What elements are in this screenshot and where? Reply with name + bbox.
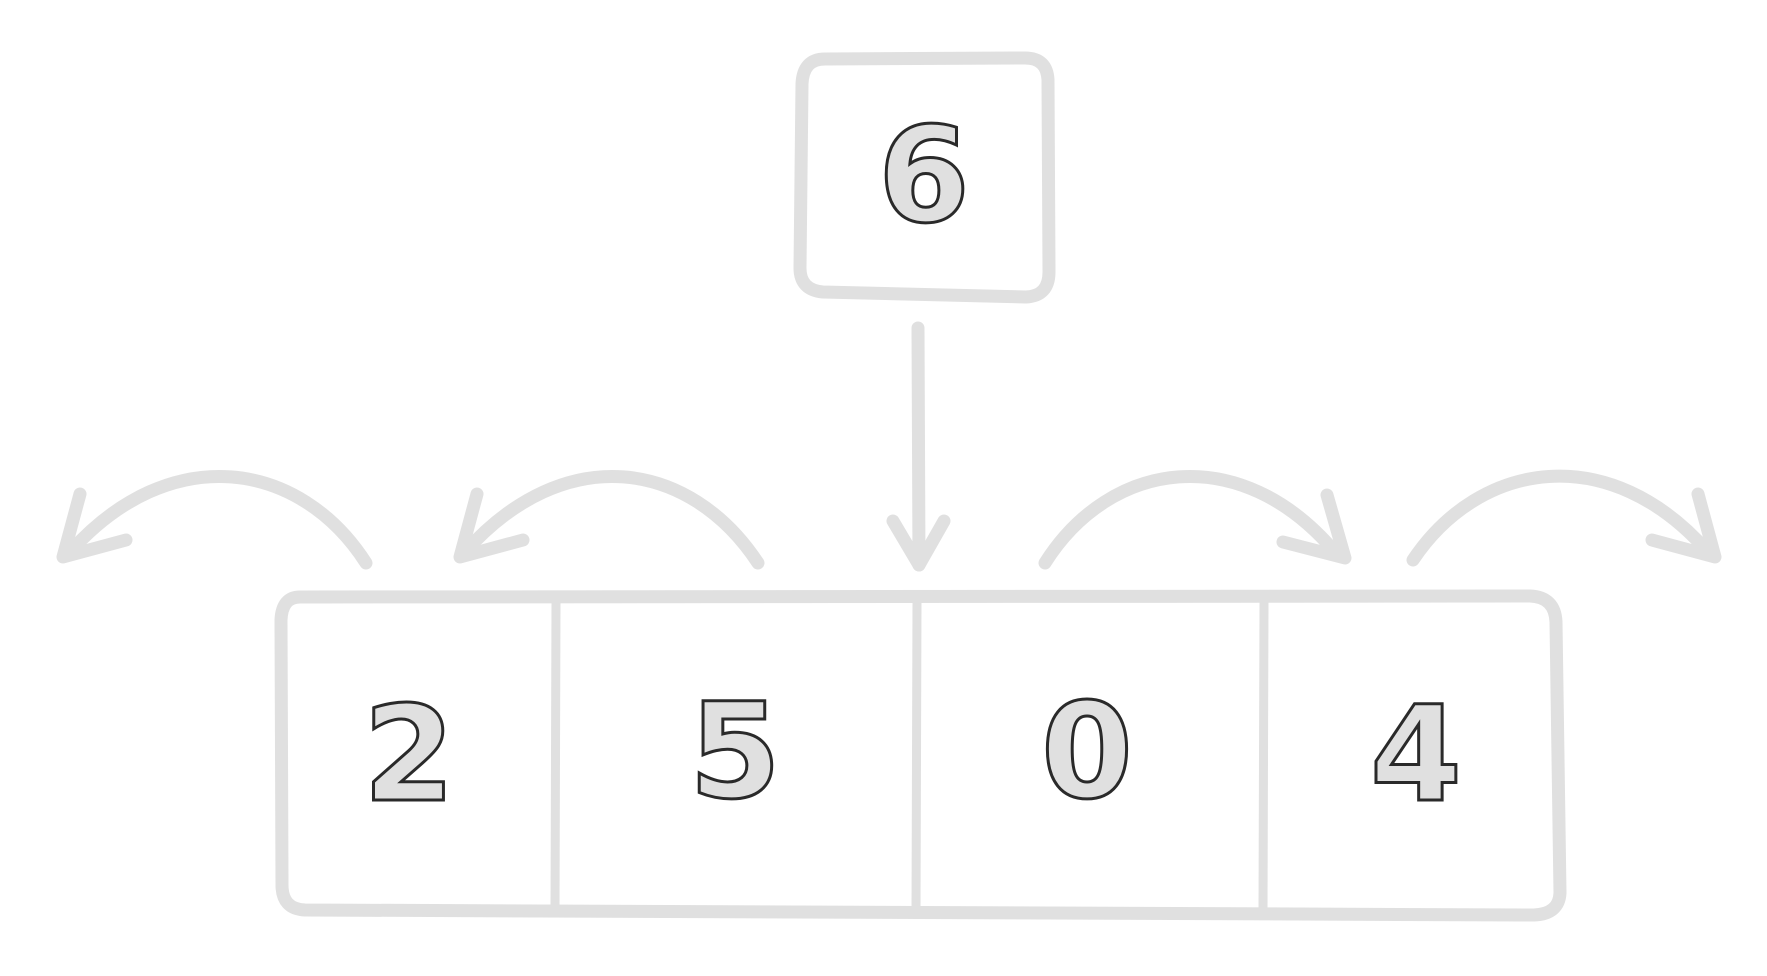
shift-arrow-right-curve <box>1038 470 1342 570</box>
array-divider-3 <box>1258 595 1269 918</box>
array-divider-2 <box>911 595 922 918</box>
insert-element: 6 <box>793 51 1056 304</box>
insert-arrow <box>886 321 951 572</box>
shift-arrow-left-curve <box>458 470 765 570</box>
shift-arrow-right <box>1038 470 1352 570</box>
shift-arrow-far-right-curve <box>1406 469 1715 567</box>
shift-arrow-far-right-head <box>1645 487 1722 564</box>
insert-arrow-head <box>886 514 951 572</box>
array-cell-value: 2 <box>363 678 455 832</box>
insert-element-value: 6 <box>878 99 970 253</box>
insert-arrow-shaft <box>911 321 926 572</box>
shift-arrow-far-left <box>56 470 373 570</box>
shift-arrow-far-right <box>1406 469 1722 567</box>
shift-arrow-left-head <box>453 487 530 564</box>
array-cell-value: 0 <box>1041 675 1133 829</box>
shift-arrow-far-left-curve <box>63 470 373 570</box>
array-cell-value: 4 <box>1370 678 1462 832</box>
insert-element-box <box>793 51 1056 304</box>
shift-arrow-left <box>453 470 765 570</box>
array-cell-value: 5 <box>689 675 781 829</box>
array-divider-1 <box>550 595 561 916</box>
array-outline <box>274 589 1567 922</box>
shift-arrow-far-left-head <box>56 487 133 564</box>
shift-arrow-right-head <box>1276 488 1352 565</box>
array: 2 5 0 4 <box>274 589 1567 922</box>
